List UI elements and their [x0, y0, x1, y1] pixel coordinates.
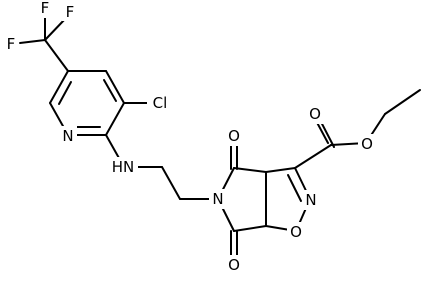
atom-o-isoxazoline: O: [290, 223, 302, 241]
bond-c-top-c3a: [233, 167, 267, 173]
atom-cl: Cl: [153, 94, 168, 112]
bond-ring-c6-c5-double: [58, 81, 72, 105]
bond-c3a-c3: [265, 167, 296, 173]
bond-c3-carbonyl-c: [294, 144, 332, 169]
atom-n-imide: N: [212, 190, 223, 208]
bond-c-f-left: [19, 39, 46, 44]
atom-f-mid: F: [66, 3, 75, 21]
atom-n-isoxazoline: N: [305, 191, 316, 209]
atom-o-ester: O: [361, 135, 373, 153]
bond-c-f-mid: [44, 17, 67, 41]
atom-o-imide-bottom: O: [228, 256, 240, 274]
bond-ring-c4-c3-double: [103, 79, 117, 102]
atom-f-top: F: [41, 0, 50, 17]
atom-nh: HN: [112, 158, 135, 176]
bond-ring-c3-c2: [105, 102, 125, 136]
bond-c3-n-double: [287, 174, 302, 202]
bond-ch2-ch2: [161, 166, 181, 200]
atom-labels: F F F Cl N HN N O O N O O O: [3, 0, 376, 275]
atom-f-left: F: [7, 35, 16, 53]
atom-o-carbonyl: O: [309, 105, 321, 123]
bond-cf3-ring: [44, 39, 69, 72]
bond-ring-c6-c5: [49, 70, 69, 104]
atom-o-imide-top: O: [228, 127, 240, 145]
atom-n-pyridine: N: [62, 127, 73, 145]
bond-ch2-ch3: [384, 89, 421, 115]
bond-ring-c4-c3: [105, 70, 125, 104]
bond-c6a-c-bottom: [233, 225, 267, 232]
